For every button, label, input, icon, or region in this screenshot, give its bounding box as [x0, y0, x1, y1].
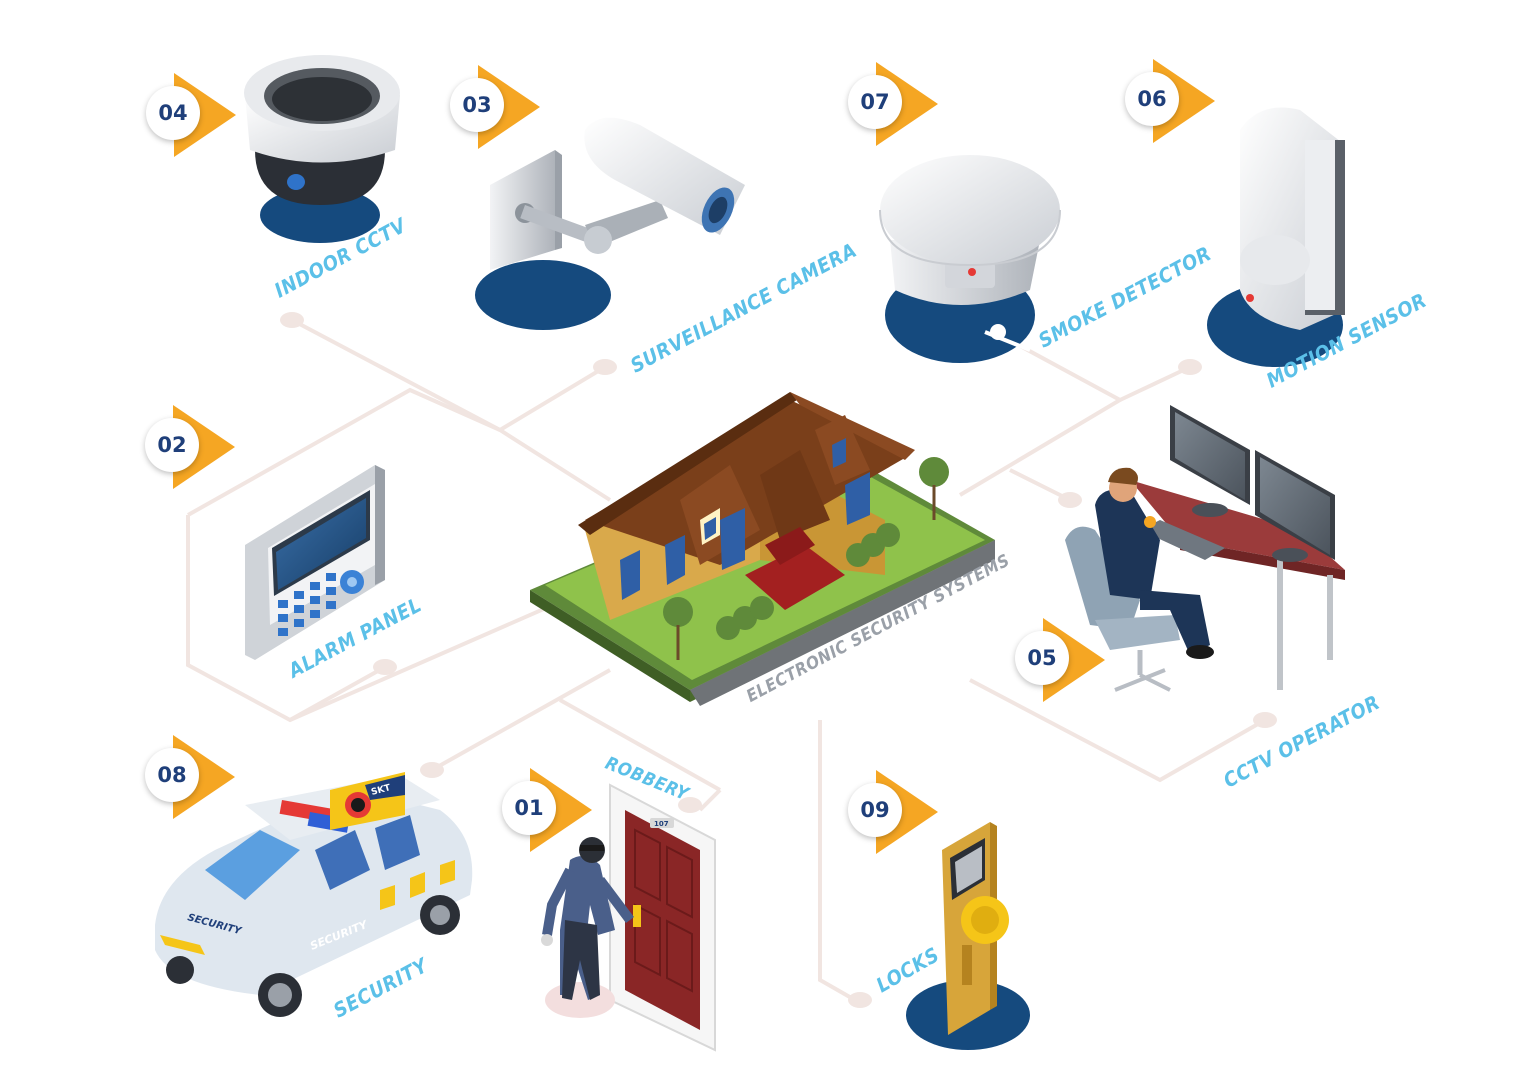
badge-04: 04	[146, 73, 246, 163]
dome-camera-icon	[244, 55, 400, 243]
operator-icon	[1065, 405, 1345, 692]
badge-09: 09	[848, 770, 948, 860]
connector-lines	[186, 318, 1266, 1002]
badge-02: 02	[145, 405, 245, 495]
alarm-panel-icon	[245, 465, 385, 660]
security-car-icon: SKT SECURITY SECURITY	[155, 772, 473, 1017]
door-number: 107	[654, 820, 669, 828]
lock-icon	[906, 822, 1030, 1050]
badge-06: 06	[1125, 59, 1225, 149]
badge-08: 08	[145, 735, 245, 825]
burglar-icon: 107	[541, 783, 716, 1052]
badge-03: 03	[450, 65, 550, 155]
smoke-detector-icon	[879, 155, 1061, 363]
badge-05: 05	[1015, 618, 1115, 708]
badge-07: 07	[848, 62, 948, 152]
bullet-camera-icon	[475, 117, 745, 330]
house-illustration	[530, 392, 995, 706]
badge-01: 01	[502, 768, 602, 858]
motion-sensor-icon	[1207, 107, 1345, 367]
connector-dots	[280, 312, 1277, 1008]
